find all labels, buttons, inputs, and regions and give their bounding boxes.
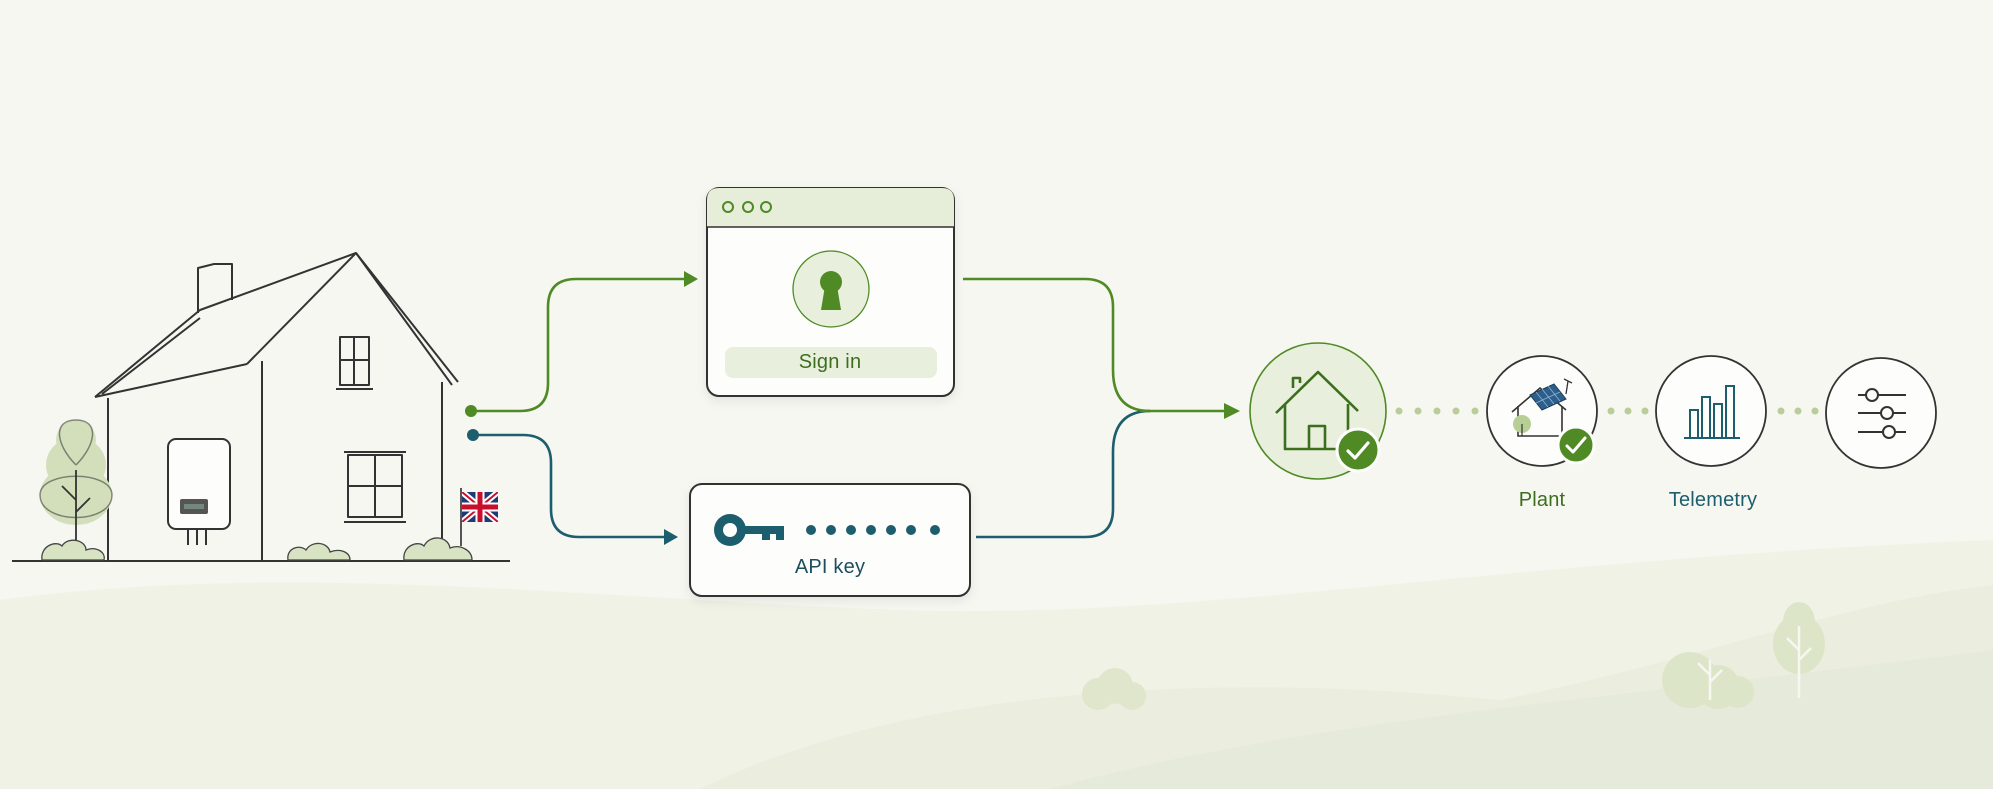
connector-merge-path (963, 277, 1240, 539)
signin-button-bg (725, 347, 937, 378)
keyhole-lock-icon (792, 250, 870, 328)
connector-apikey-path (467, 429, 678, 545)
api-key-card (689, 483, 971, 597)
uk-flag-icon (460, 488, 498, 546)
telemetry-label: Telemetry (1668, 489, 1758, 511)
connector-signin-path (465, 271, 698, 417)
key-icon (714, 514, 784, 546)
solar-house-icon (1486, 355, 1598, 467)
house-outline-icon (12, 252, 510, 562)
background-bush-icon (1082, 668, 1146, 710)
signin-label: Sign in (798, 351, 862, 373)
plant-label: Plant (1518, 489, 1566, 511)
bush-icon (41, 537, 473, 561)
background-tree-icon (1662, 602, 1825, 709)
inverter-icon (167, 438, 231, 545)
background-hills (0, 540, 1993, 789)
bar-chart-icon (1655, 355, 1767, 467)
dotted-connector (1395, 407, 1819, 415)
home-check-icon (1249, 342, 1387, 480)
sliders-icon (1825, 357, 1937, 469)
password-dots-icon (806, 525, 940, 535)
api-key-label: API key (794, 556, 866, 578)
tree-icon (39, 419, 113, 555)
